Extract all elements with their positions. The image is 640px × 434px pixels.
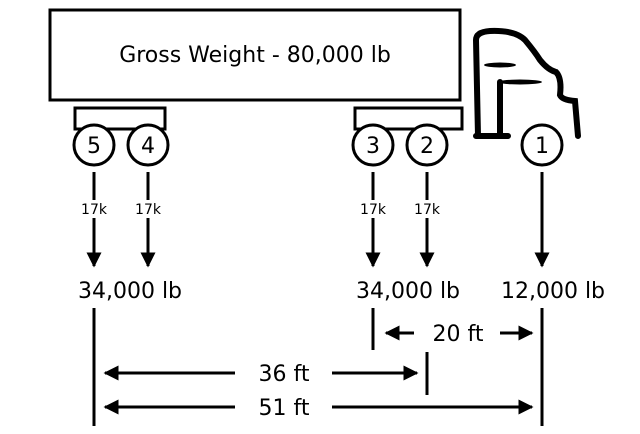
axle-4-load: 17k: [135, 202, 162, 218]
dim-20-label: 20 ft: [433, 322, 484, 347]
svg-text:4: 4: [141, 134, 155, 159]
drive-tandem-load: 34,000 lb: [356, 279, 460, 304]
dim-51-label: 51 ft: [259, 396, 310, 421]
axle-load-labels: 17k 17k 17k 17k: [76, 200, 445, 218]
axle-1: 1: [520, 123, 564, 167]
axle-2-load: 17k: [414, 202, 441, 218]
svg-text:5: 5: [87, 134, 101, 159]
axle-5: 5: [72, 123, 116, 167]
svg-text:2: 2: [420, 134, 434, 159]
steer-load: 12,000 lb: [501, 279, 605, 304]
load-arrows: [86, 172, 550, 268]
rear-axle-bar: [73, 106, 167, 131]
dim-36-label: 36 ft: [259, 362, 310, 387]
gross-weight-label: Gross Weight - 80,000 lb: [119, 43, 391, 68]
axle-4: 4: [126, 123, 170, 167]
svg-text:1: 1: [535, 134, 549, 159]
dimension-lines: [92, 308, 544, 426]
axle-3-load: 17k: [360, 202, 387, 218]
trailer: Gross Weight - 80,000 lb: [48, 8, 464, 131]
axle-3: 3: [351, 123, 395, 167]
svg-text:3: 3: [366, 134, 380, 159]
axle-2: 2: [405, 123, 449, 167]
truck-cab-icon: [472, 27, 581, 139]
axle-5-load: 17k: [81, 202, 108, 218]
drive-axle-bar: [353, 106, 464, 131]
rear-tandem-load: 34,000 lb: [78, 279, 182, 304]
